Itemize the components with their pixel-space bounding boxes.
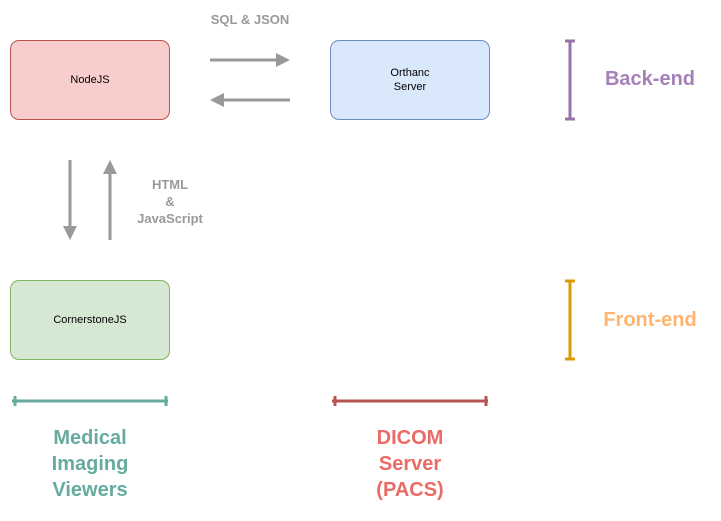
html-js-line2: & <box>165 194 175 209</box>
orthanc-server-node: Orthanc Server <box>330 40 490 120</box>
orthanc-label-line1: Orthanc <box>390 67 430 79</box>
html-js-line1: HTML <box>151 177 189 192</box>
orthanc-label-line2: Server <box>393 81 427 93</box>
html-js-line3: JavaScript <box>137 211 203 226</box>
arrow-orthanc-to-nodejs <box>210 93 290 107</box>
viewers-bracket <box>12 396 168 406</box>
arrow-cornerstone-to-nodejs <box>103 160 117 240</box>
arrow-nodejs-to-orthanc <box>210 53 290 67</box>
front-end-bracket <box>565 279 575 361</box>
front-end-label: Front-end <box>603 309 697 331</box>
sql-json-label: SQL & JSON <box>210 12 290 27</box>
pacs-line2: Server <box>378 453 442 475</box>
cornerstonejs-node: CornerstoneJS <box>10 280 170 360</box>
html-javascript-label: HTML & JavaScript <box>120 176 220 227</box>
viewers-line1: Medical <box>53 427 127 449</box>
pacs-line1: DICOM <box>376 427 444 449</box>
cornerstone-label: CornerstoneJS <box>53 314 127 326</box>
dicom-server-pacs-label: DICOM Server (PACS) <box>340 425 480 503</box>
back-end-bracket <box>565 39 575 121</box>
pacs-bracket <box>332 396 488 406</box>
medical-imaging-viewers-label: Medical Imaging Viewers <box>20 425 160 503</box>
nodejs-label: NodeJS <box>70 74 110 86</box>
pacs-line3: (PACS) <box>376 479 444 501</box>
nodejs-node: NodeJS <box>10 40 170 120</box>
viewers-line2: Imaging <box>51 453 129 475</box>
arrow-nodejs-to-cornerstone <box>63 160 77 240</box>
viewers-line3: Viewers <box>52 479 128 501</box>
back-end-label: Back-end <box>604 68 696 90</box>
